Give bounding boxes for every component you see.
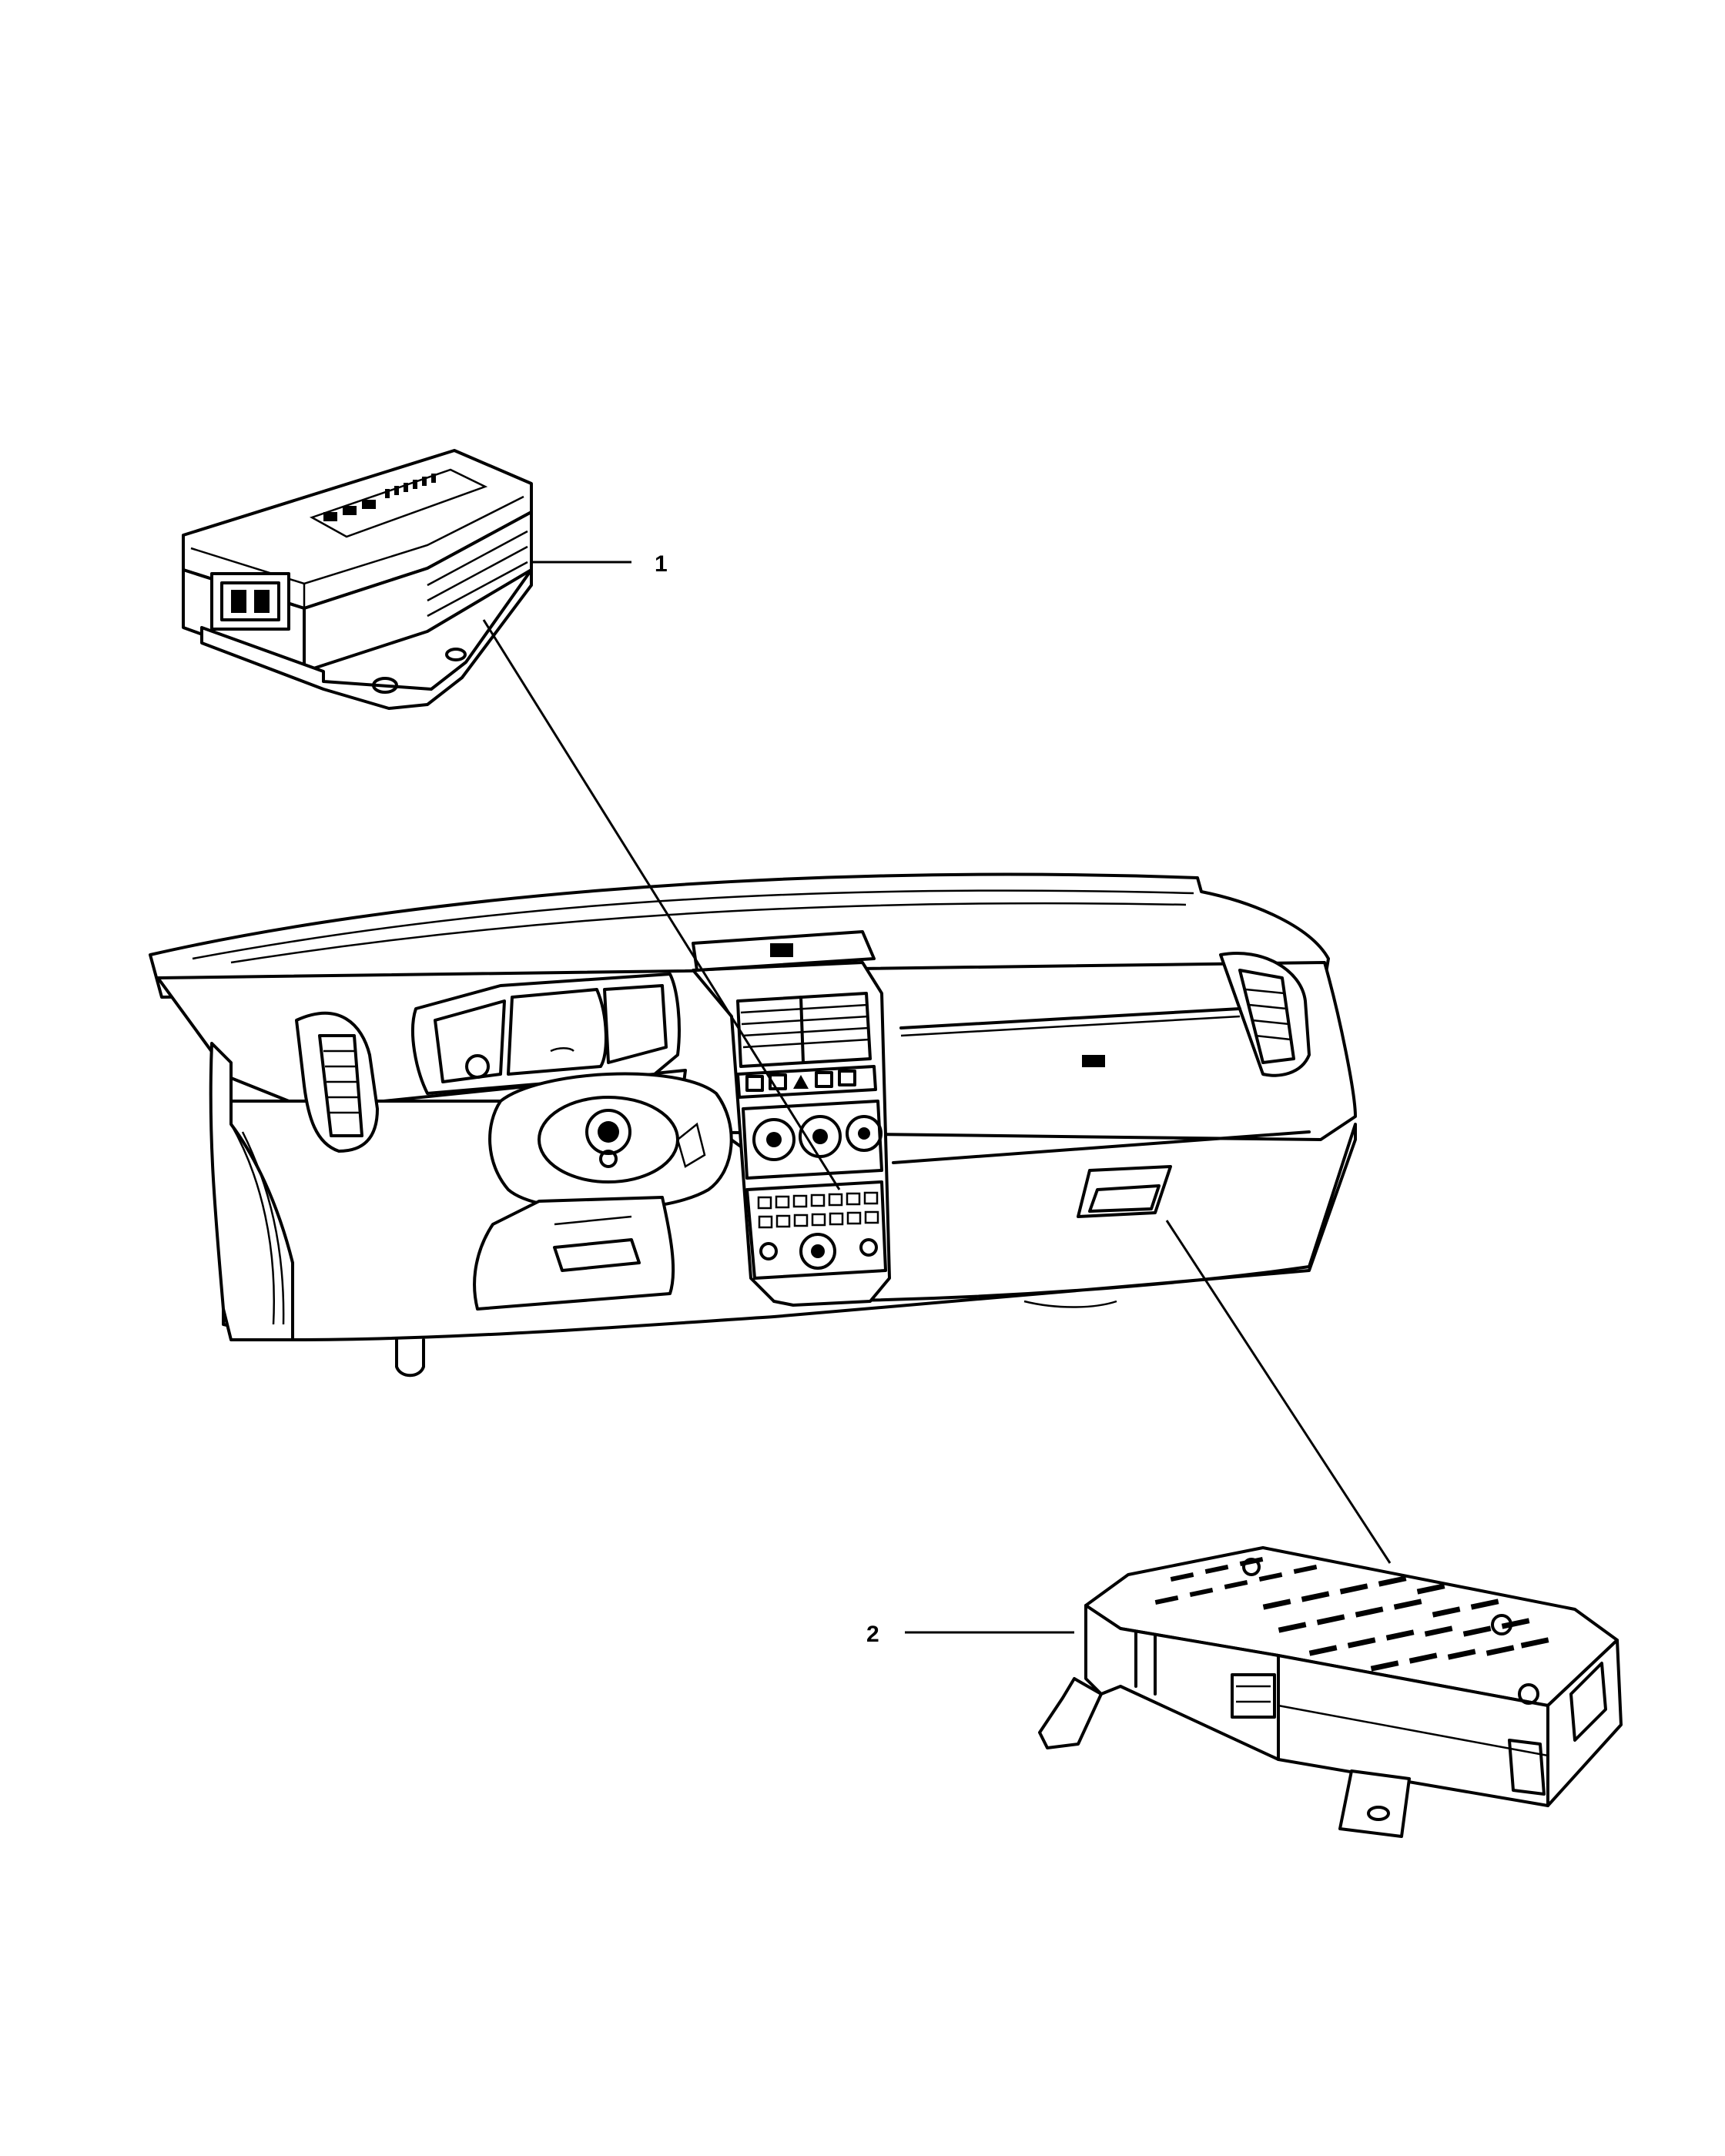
instrument-panel-illustration <box>149 872 1357 1378</box>
module-2-illustration <box>1038 1546 1623 1838</box>
module-2-location-leader <box>1165 1220 1392 1564</box>
leader-lines <box>482 561 1392 1634</box>
callout-2-label: 2 <box>866 1622 879 1647</box>
module-1-location-leader <box>482 619 841 1190</box>
callout-1-label: 1 <box>655 551 668 577</box>
module-1-illustration <box>182 449 533 710</box>
